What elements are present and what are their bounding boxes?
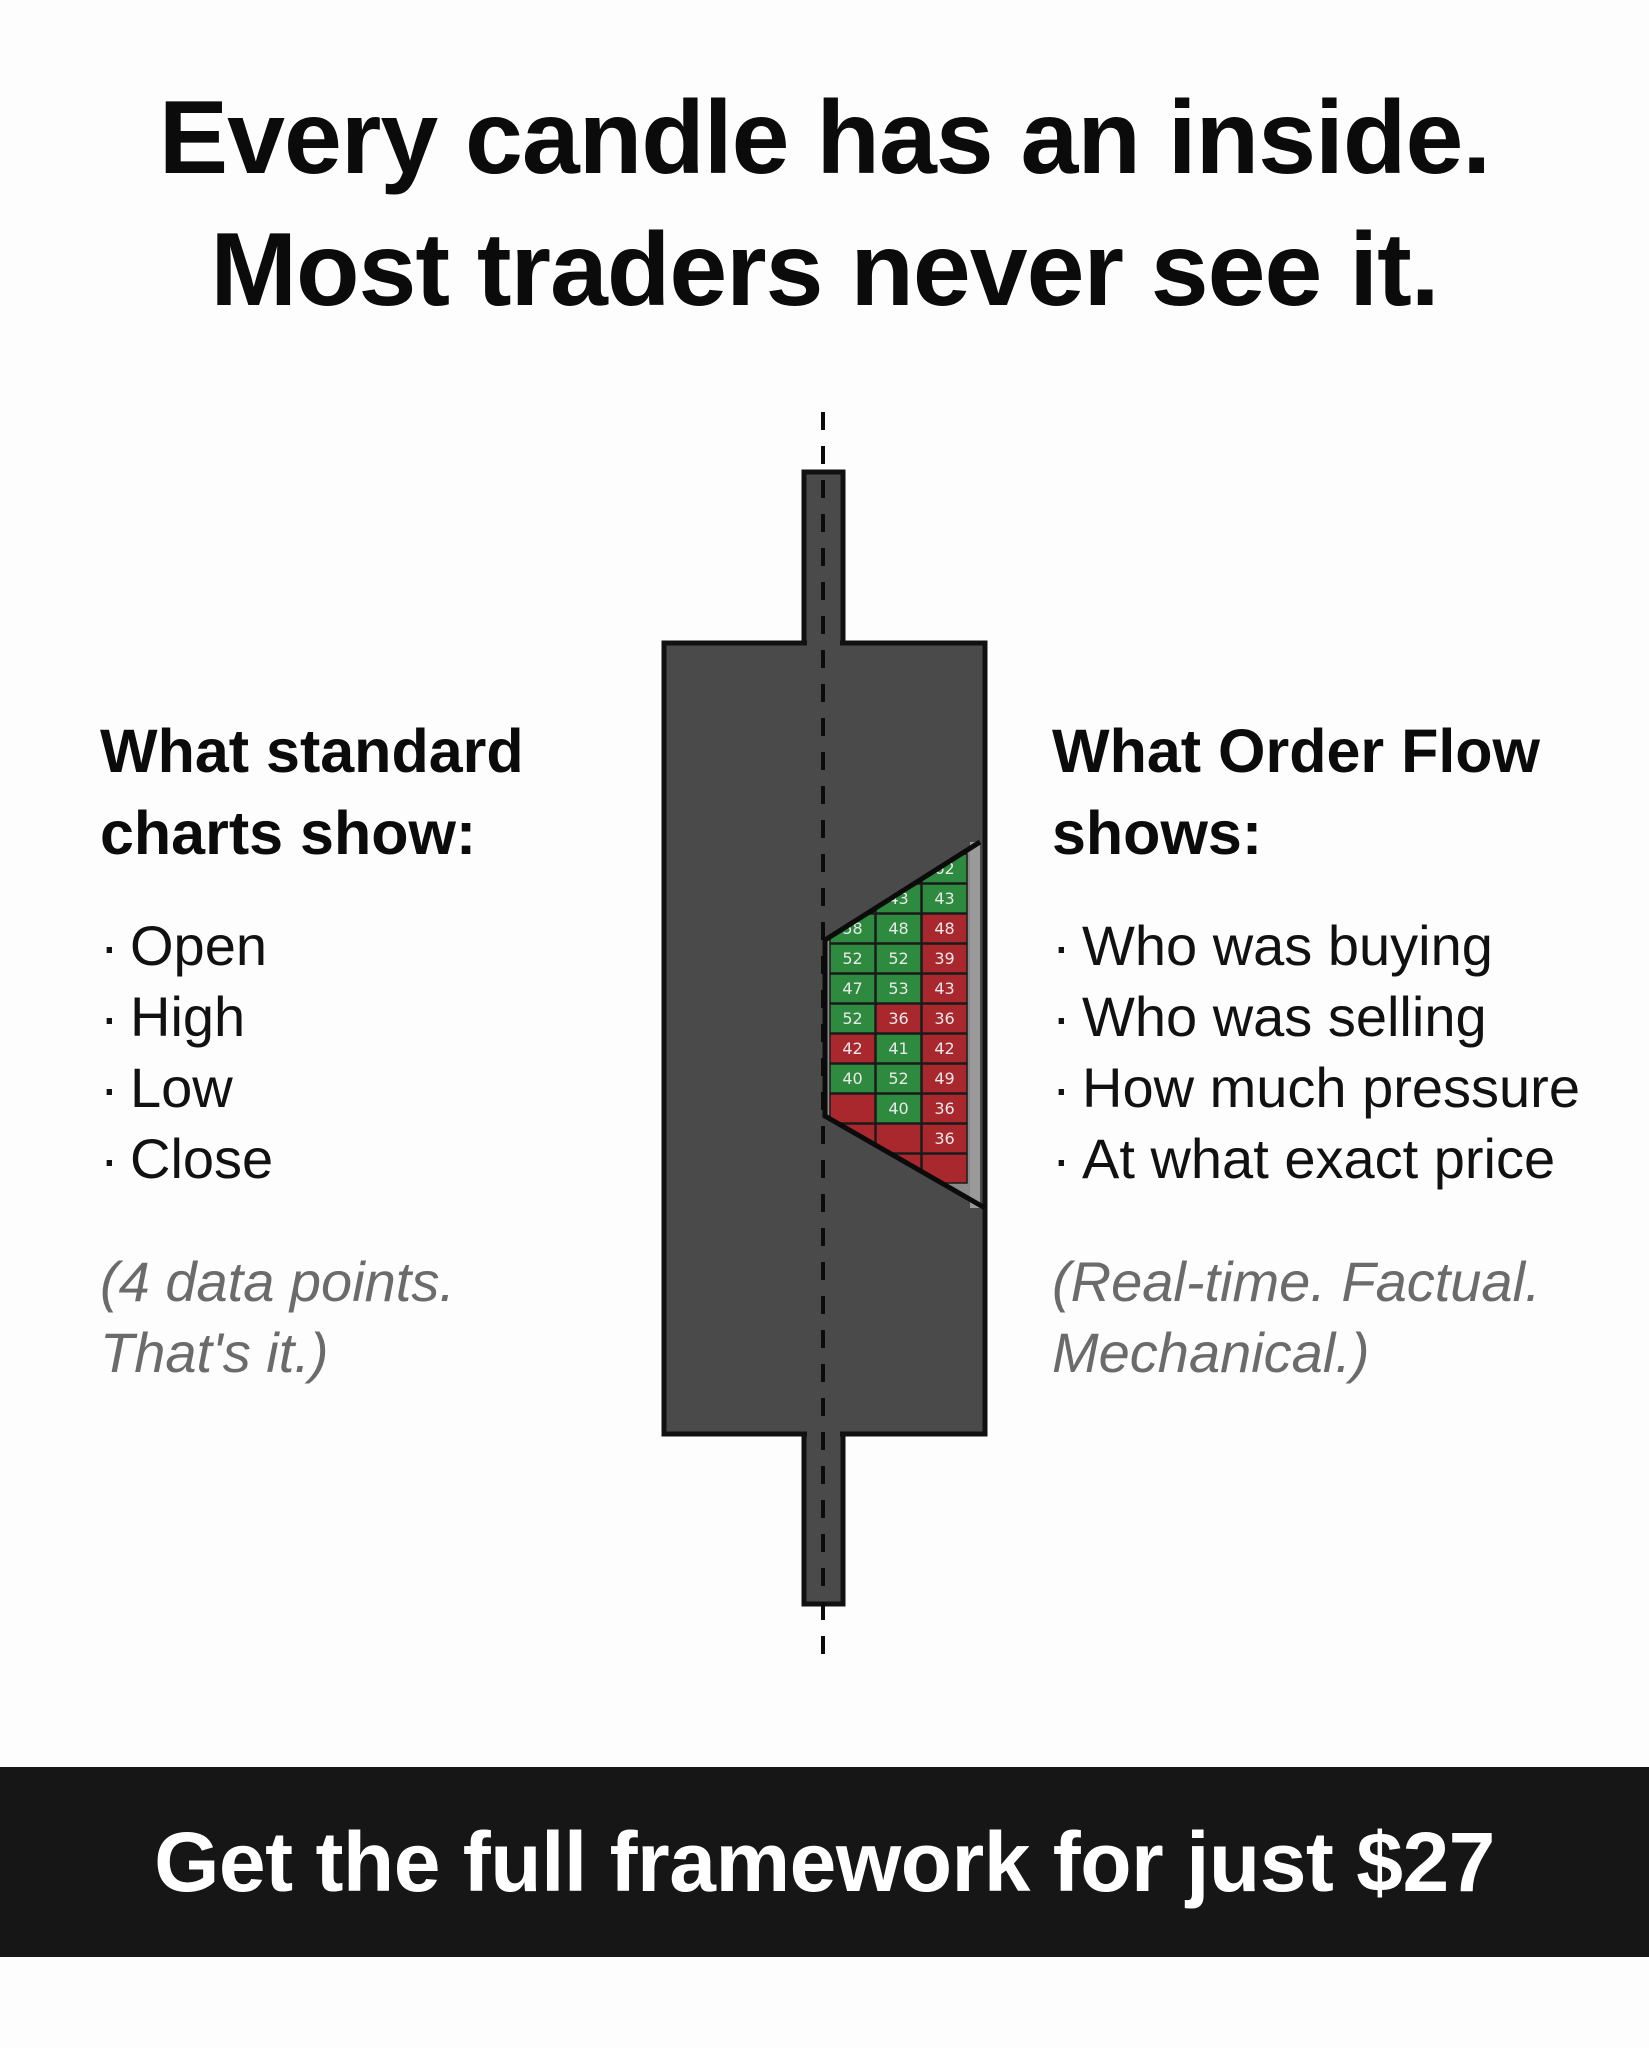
bullet-dot-icon: · [1052, 914, 1071, 977]
grid-cell [875, 943, 922, 974]
headline-line-1: Every candle has an inside. [158, 80, 1491, 196]
bullet-low: ·Low [100, 1052, 640, 1123]
grid-cell-value: 49 [934, 1069, 954, 1088]
wick-joint-top [807, 638, 840, 648]
grid-cell [875, 1003, 922, 1034]
grid-cell [875, 973, 922, 1004]
grid-cell [875, 1033, 922, 1064]
grid-cell [921, 1033, 968, 1064]
standard-bullet-list: ·Open ·High ·Low ·Close [100, 910, 640, 1194]
order-flow-bullet-list: ·Who was buying ·Who was selling ·How mu… [1052, 910, 1632, 1194]
grid-cell-value: 41 [888, 1039, 908, 1058]
grid-cell [875, 913, 922, 944]
bullet-close: ·Close [100, 1123, 640, 1194]
headline: Every candle has an inside. Most traders… [0, 72, 1649, 336]
grid-cell [921, 1093, 968, 1124]
standard-heading-line-2: charts show: [100, 799, 477, 867]
grid-cell [921, 883, 968, 914]
grid-cell-value: 47 [842, 979, 862, 998]
grid-cell [921, 1063, 968, 1094]
bullet-who-selling: ·Who was selling [1052, 981, 1632, 1052]
bullet-exact-price: ·At what exact price [1052, 1123, 1632, 1194]
grid-cell-value: 39 [934, 949, 954, 968]
grid-cell [921, 913, 968, 944]
cta-banner[interactable]: Get the full framework for just $27 [0, 1767, 1649, 1957]
grid-cell [829, 1063, 876, 1094]
bullet-dot-icon: · [100, 985, 119, 1048]
standard-note: (4 data points. That's it.) [100, 1246, 640, 1388]
grid-cell-value: 52 [842, 1009, 862, 1028]
grid-cell-value: 43 [934, 889, 954, 908]
grid-cell [921, 973, 968, 1004]
order-flow-heading: What Order Flow shows: [1052, 710, 1632, 874]
grid-cell-value: 48 [934, 919, 954, 938]
bullet-dot-icon: · [100, 1127, 119, 1190]
grid-cell [829, 973, 876, 1004]
bullet-high-label: High [130, 985, 246, 1048]
bullet-who-buying-label: Who was buying [1082, 914, 1493, 977]
bullet-high: ·High [100, 981, 640, 1052]
grid-cell-value: 48 [888, 919, 908, 938]
grid-cell-value: 53 [888, 979, 908, 998]
grid-cell [921, 1003, 968, 1034]
bullet-pressure-label: How much pressure [1082, 1056, 1580, 1119]
order-flow-note-line-2: Mechanical.) [1052, 1321, 1370, 1384]
grid-cell-value: 36 [934, 1009, 954, 1028]
bullet-pressure: ·How much pressure [1052, 1052, 1632, 1123]
grid-cell [921, 1123, 968, 1154]
cta-text[interactable]: Get the full framework for just $27 [154, 1814, 1495, 1909]
bullet-dot-icon: · [1052, 1056, 1071, 1119]
grid-cell [921, 943, 968, 974]
grid-cell-value: 36 [888, 1009, 908, 1028]
grid-cell-value: 40 [888, 1099, 908, 1118]
grid-cell-value: 52 [888, 1069, 908, 1088]
headline-line-2: Most traders never see it. [210, 212, 1439, 328]
standard-heading-line-1: What standard [100, 717, 524, 785]
grid-cell-value: 36 [934, 1129, 954, 1148]
grid-cell-value: 52 [842, 949, 862, 968]
grid-cell-value: 40 [842, 1069, 862, 1088]
grid-cell [829, 943, 876, 974]
grid-cell-value: 42 [842, 1039, 862, 1058]
order-flow-heading-line-1: What Order Flow [1052, 717, 1540, 785]
bullet-dot-icon: · [100, 1056, 119, 1119]
cutaway-outline [822, 839, 987, 1211]
bullet-exact-price-label: At what exact price [1082, 1127, 1556, 1190]
order-flow-heading-line-2: shows: [1052, 799, 1263, 867]
bullet-close-label: Close [130, 1127, 274, 1190]
grid-cell-value: 36 [934, 1099, 954, 1118]
bullet-dot-icon: · [100, 914, 119, 977]
grid-cell [829, 1033, 876, 1064]
cutaway-edge-strip [970, 842, 980, 1208]
grid-cell [829, 1093, 876, 1124]
grid-cell [829, 1003, 876, 1034]
grid-cell-value: 43 [934, 979, 954, 998]
grid-cell-value: 42 [934, 1039, 954, 1058]
standard-charts-heading: What standard charts show: [100, 710, 640, 874]
standard-note-line-1: (4 data points. [100, 1250, 455, 1313]
bullet-low-label: Low [130, 1056, 233, 1119]
grid-cell [875, 1093, 922, 1124]
standard-charts-column: What standard charts show: ·Open ·High ·… [100, 710, 640, 1388]
bullet-dot-icon: · [1052, 985, 1071, 1048]
standard-note-line-2: That's it.) [100, 1321, 329, 1384]
grid-cell [875, 1063, 922, 1094]
bullet-who-selling-label: Who was selling [1082, 985, 1487, 1048]
bullet-who-buying: ·Who was buying [1052, 910, 1632, 981]
order-flow-column: What Order Flow shows: ·Who was buying ·… [1052, 710, 1632, 1388]
order-flow-note-line-1: (Real-time. Factual. [1052, 1250, 1541, 1313]
grid-cell-value: 52 [888, 949, 908, 968]
bullet-dot-icon: · [1052, 1127, 1071, 1190]
bullet-open: ·Open [100, 910, 640, 981]
order-flow-note: (Real-time. Factual. Mechanical.) [1052, 1246, 1632, 1388]
bullet-open-label: Open [130, 914, 267, 977]
